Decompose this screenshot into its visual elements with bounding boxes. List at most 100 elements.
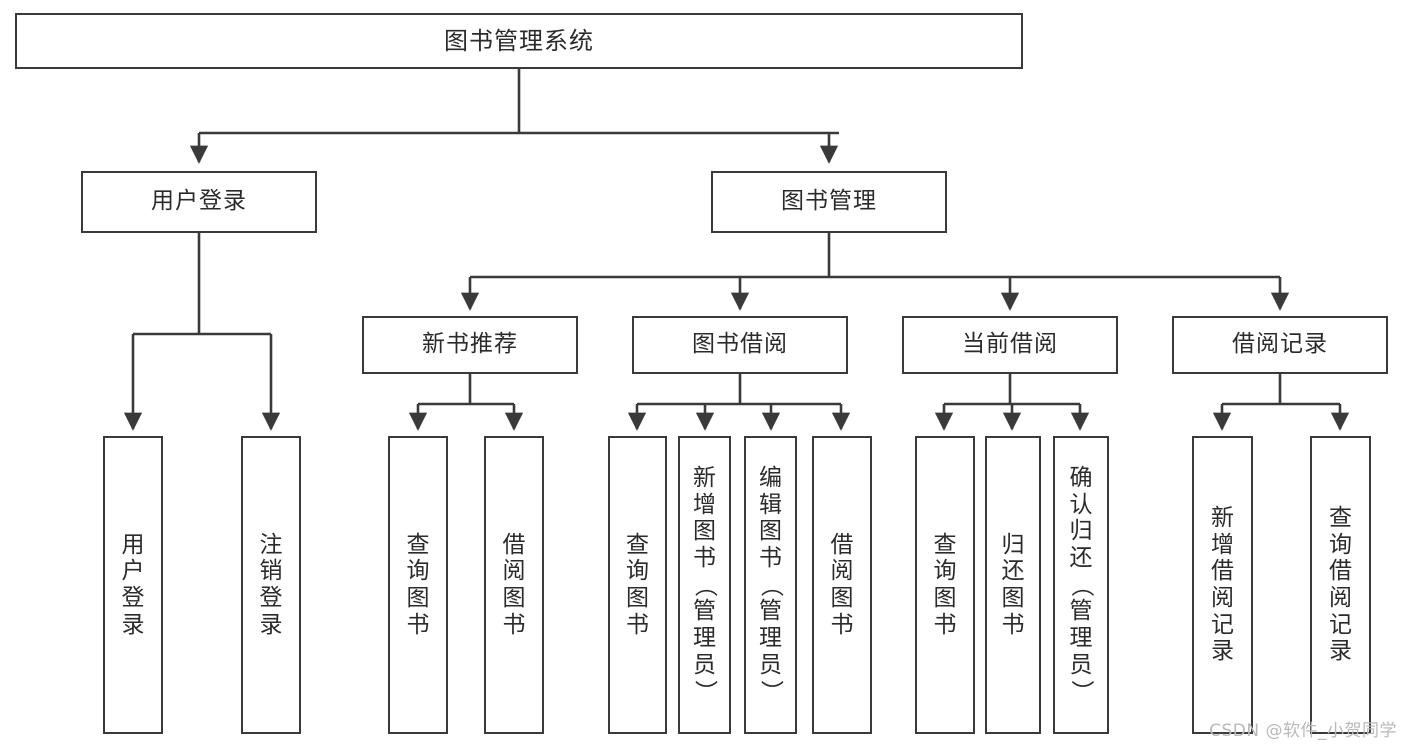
vertical-char: 新: [1211, 504, 1234, 531]
node-label: 用户登录: [151, 188, 247, 215]
leaf-query-book-recommend[interactable]: 查询图书: [388, 436, 448, 734]
vertical-char: 理: [1069, 625, 1093, 651]
vertical-char: 借: [502, 531, 526, 558]
vertical-char: 查: [626, 531, 649, 558]
vertical-char: 借: [830, 531, 854, 558]
vertical-char: 增: [693, 491, 716, 518]
vertical-char: 询: [933, 558, 957, 585]
leaf-label: 新增图书（管理员）: [680, 465, 729, 705]
vertical-char: （: [691, 573, 718, 597]
node-new-book-recommend[interactable]: 新书推荐: [362, 316, 578, 374]
node-book-management[interactable]: 图书管理: [711, 171, 947, 233]
vertical-char: 查: [406, 531, 430, 558]
vertical-char: 书: [830, 611, 854, 638]
node-label: 图书管理: [781, 188, 877, 215]
leaf-label: 新增借阅记录: [1194, 505, 1251, 665]
vertical-char: 书: [759, 544, 782, 571]
vertical-char: 图: [759, 518, 782, 545]
leaf-label: 确认归还（管理员）: [1055, 465, 1107, 705]
leaf-confirm-return-admin[interactable]: 确认归还（管理员）: [1053, 436, 1109, 734]
vertical-char: 录: [121, 611, 145, 638]
leaf-query-borrow-record[interactable]: 查询借阅记录: [1310, 436, 1371, 734]
vertical-char: ）: [691, 680, 718, 704]
leaf-label: 查询图书: [917, 532, 973, 639]
vertical-char: 录: [1329, 638, 1352, 665]
vertical-char: ）: [1068, 680, 1095, 704]
vertical-char: 登: [121, 585, 145, 611]
vertical-char: 归: [1001, 531, 1025, 558]
node-label: 当前借阅: [962, 331, 1058, 358]
leaf-query-book-current[interactable]: 查询图书: [915, 436, 975, 734]
leaf-return-book[interactable]: 归还图书: [985, 436, 1041, 734]
vertical-char: 图: [406, 585, 430, 611]
vertical-char: 确: [1069, 464, 1093, 491]
vertical-char: 阅: [1329, 585, 1352, 611]
vertical-char: 户: [121, 558, 145, 585]
vertical-char: 书: [406, 611, 430, 638]
leaf-label: 借阅图书: [486, 532, 542, 639]
vertical-char: 录: [1211, 638, 1234, 665]
leaf-edit-book-admin[interactable]: 编辑图书（管理员）: [744, 436, 797, 734]
node-current-borrow[interactable]: 当前借阅: [902, 316, 1118, 374]
vertical-char: 图: [502, 585, 526, 611]
vertical-char: 书: [693, 544, 716, 571]
vertical-char: 记: [1211, 611, 1234, 638]
vertical-char: 借: [1329, 558, 1352, 585]
vertical-char: 阅: [502, 558, 526, 585]
vertical-char: 查: [1329, 504, 1352, 531]
vertical-char: 登: [259, 585, 283, 611]
leaf-user-login[interactable]: 用户登录: [103, 436, 163, 734]
vertical-char: 阅: [1211, 585, 1234, 611]
vertical-char: 阅: [830, 558, 854, 585]
vertical-char: 书: [502, 611, 526, 638]
vertical-char: （: [757, 573, 784, 597]
vertical-char: 记: [1329, 611, 1352, 638]
vertical-char: 借: [1211, 558, 1234, 585]
leaf-label: 编辑图书（管理员）: [746, 465, 795, 705]
vertical-char: （: [1068, 573, 1095, 597]
node-label: 借阅记录: [1232, 331, 1328, 358]
vertical-char: 询: [626, 558, 649, 585]
vertical-char: 询: [1329, 531, 1352, 558]
leaf-borrow-book[interactable]: 借阅图书: [812, 436, 872, 734]
vertical-char: 图: [830, 585, 854, 611]
vertical-char: ）: [757, 680, 784, 704]
vertical-char: 理: [759, 625, 782, 651]
vertical-char: 编: [759, 464, 782, 491]
node-root-label: 图书管理系统: [444, 26, 594, 55]
leaf-label: 查询借阅记录: [1312, 505, 1369, 665]
leaf-logout[interactable]: 注销登录: [241, 436, 301, 734]
vertical-char: 还: [1069, 544, 1093, 571]
vertical-char: 图: [933, 585, 957, 611]
leaf-label: 注销登录: [243, 532, 299, 639]
leaf-label: 用户登录: [105, 532, 161, 639]
vertical-char: 辑: [759, 491, 782, 518]
vertical-char: 录: [259, 611, 283, 638]
leaf-label: 查询图书: [390, 532, 446, 639]
vertical-char: 用: [121, 531, 145, 558]
vertical-char: 员: [693, 651, 716, 678]
vertical-char: 还: [1001, 558, 1025, 585]
vertical-char: 书: [1001, 611, 1025, 638]
vertical-char: 管: [1069, 598, 1093, 625]
leaf-query-book-borrow[interactable]: 查询图书: [608, 436, 667, 734]
node-book-borrow[interactable]: 图书借阅: [632, 316, 848, 374]
leaf-label: 查询图书: [610, 532, 665, 639]
node-borrow-record[interactable]: 借阅记录: [1172, 316, 1388, 374]
leaf-label: 归还图书: [987, 532, 1039, 639]
leaf-borrow-book-recommend[interactable]: 借阅图书: [484, 436, 544, 734]
vertical-char: 归: [1069, 518, 1093, 545]
leaf-add-borrow-record[interactable]: 新增借阅记录: [1192, 436, 1253, 734]
vertical-char: 认: [1069, 491, 1093, 518]
vertical-char: 图: [626, 585, 649, 611]
vertical-char: 增: [1211, 531, 1234, 558]
vertical-char: 员: [1069, 651, 1093, 678]
leaf-label: 借阅图书: [814, 532, 870, 639]
node-root-system[interactable]: 图书管理系统: [15, 13, 1023, 69]
vertical-char: 管: [759, 598, 782, 625]
leaf-add-book-admin[interactable]: 新增图书（管理员）: [678, 436, 731, 734]
node-user-login[interactable]: 用户登录: [81, 171, 317, 233]
vertical-char: 新: [693, 464, 716, 491]
vertical-char: 理: [693, 625, 716, 651]
